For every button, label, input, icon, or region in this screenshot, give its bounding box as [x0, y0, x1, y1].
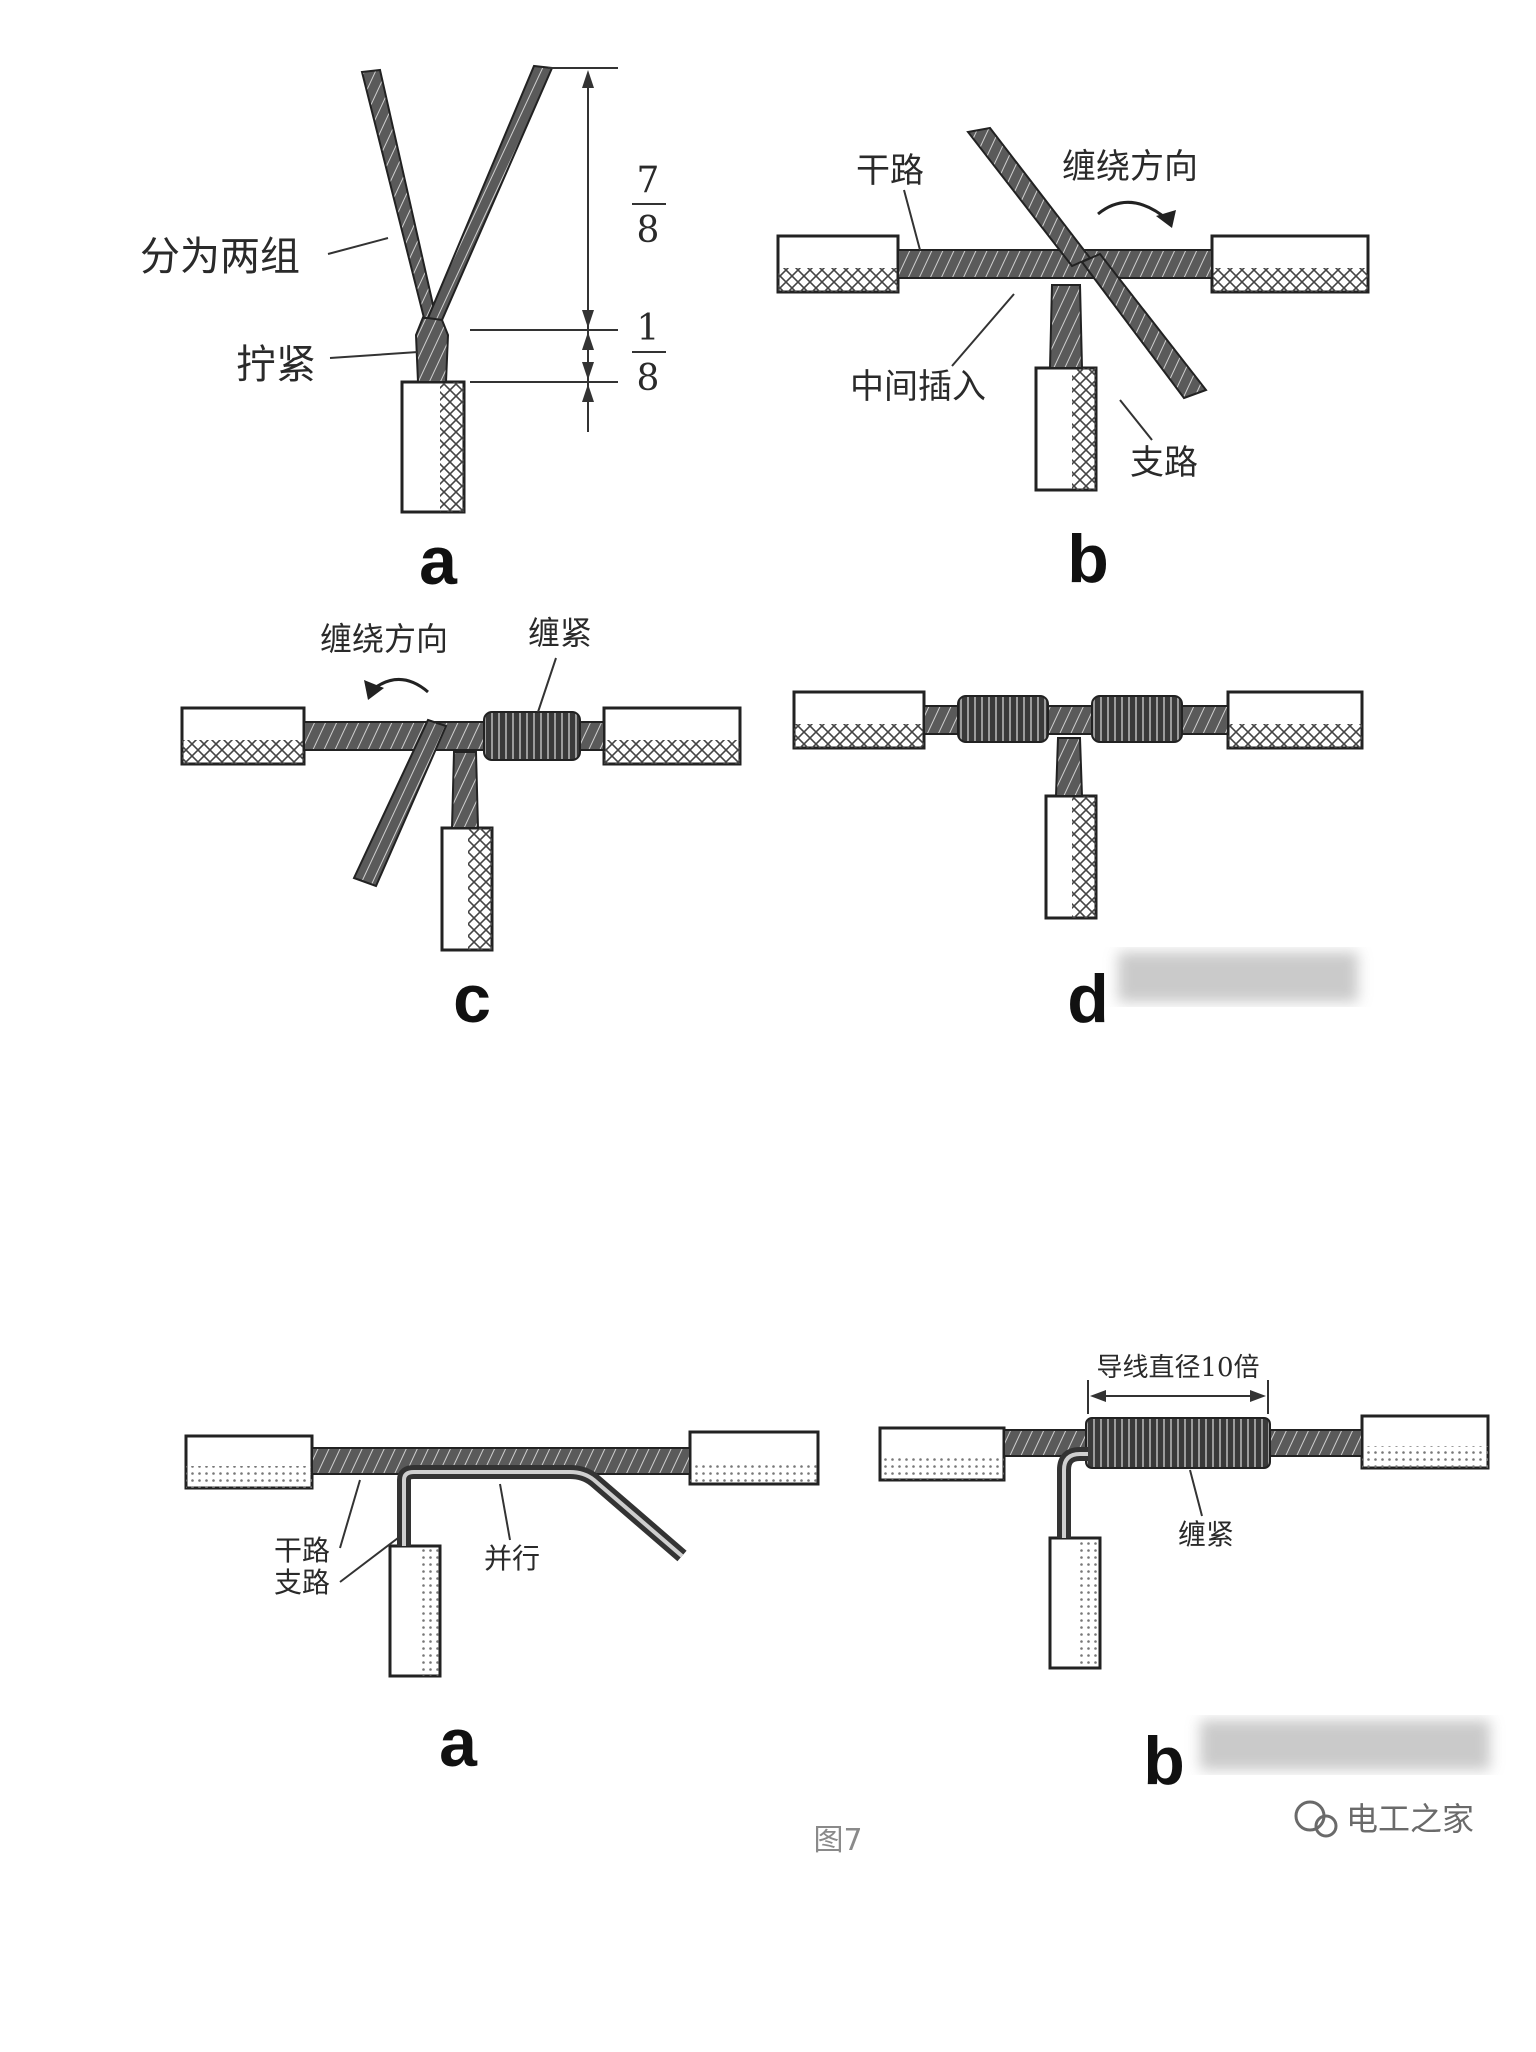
letter-a-top: a	[419, 523, 458, 599]
watermark-text: 电工之家	[1346, 1800, 1474, 1838]
label-length: 导线直径10倍	[1096, 1353, 1259, 1383]
coil-d-left	[957, 695, 1049, 743]
label-insert: 中间插入	[850, 367, 986, 407]
label-trunk-bottom: 干路	[274, 1534, 330, 1567]
label-trunk-b: 干路	[856, 151, 924, 191]
strand-group-right	[426, 64, 554, 322]
bottom-panel-b: 导线直径10倍 缠紧 b	[878, 1353, 1490, 1799]
label-direction-c: 缠绕方向	[320, 620, 448, 658]
label-twist: 拧紧	[236, 342, 316, 388]
label-direction-b: 缠绕方向	[1062, 147, 1198, 187]
fraction-lower-den: 8	[637, 358, 660, 399]
bottom-panel-a: 干路 支路 并行 a	[184, 1430, 820, 1781]
label-branch-b: 支路	[1130, 443, 1198, 483]
wire-hatch	[440, 382, 464, 512]
wechat-icon	[1294, 1800, 1326, 1832]
top-panel-c: 缠绕方向 缠紧 c	[180, 614, 742, 1037]
letter-a-bottom: a	[439, 1705, 478, 1781]
label-branch-bottom: 支路	[274, 1566, 330, 1599]
label-parallel: 并行	[484, 1542, 540, 1575]
fraction-upper-num: 7	[637, 160, 660, 201]
top-panel-d: d	[792, 690, 1364, 1037]
coil-bottom-b	[1085, 1417, 1271, 1469]
letter-c-top: c	[453, 961, 491, 1037]
top-panel-b: 干路 缠绕方向 中间插入 支路 b	[776, 126, 1370, 597]
letter-b-bottom: b	[1143, 1723, 1185, 1799]
label-tighten-bottom: 缠紧	[1178, 1518, 1234, 1551]
label-split: 分为两组	[140, 234, 300, 280]
fraction-upper-den: 8	[637, 210, 660, 251]
twisted-core	[414, 314, 450, 383]
trunk-core	[897, 249, 1213, 279]
coil-d-right	[1091, 695, 1183, 743]
letter-d-top: d	[1067, 961, 1109, 1037]
coil-c	[483, 711, 581, 761]
watermark: 电工之家	[1294, 1800, 1474, 1838]
strand-group-left	[360, 68, 438, 319]
label-tighten-c: 缠紧	[528, 614, 592, 652]
letter-b-top: b	[1067, 521, 1109, 597]
blurred-watermark-top	[1118, 952, 1358, 1002]
top-panel-a: 7 8 1 8 分为两组 拧紧 a	[140, 64, 666, 599]
fraction-lower-num: 1	[637, 308, 660, 349]
figure-caption: 图7	[813, 1823, 862, 1858]
blurred-watermark-bottom	[1200, 1720, 1490, 1770]
